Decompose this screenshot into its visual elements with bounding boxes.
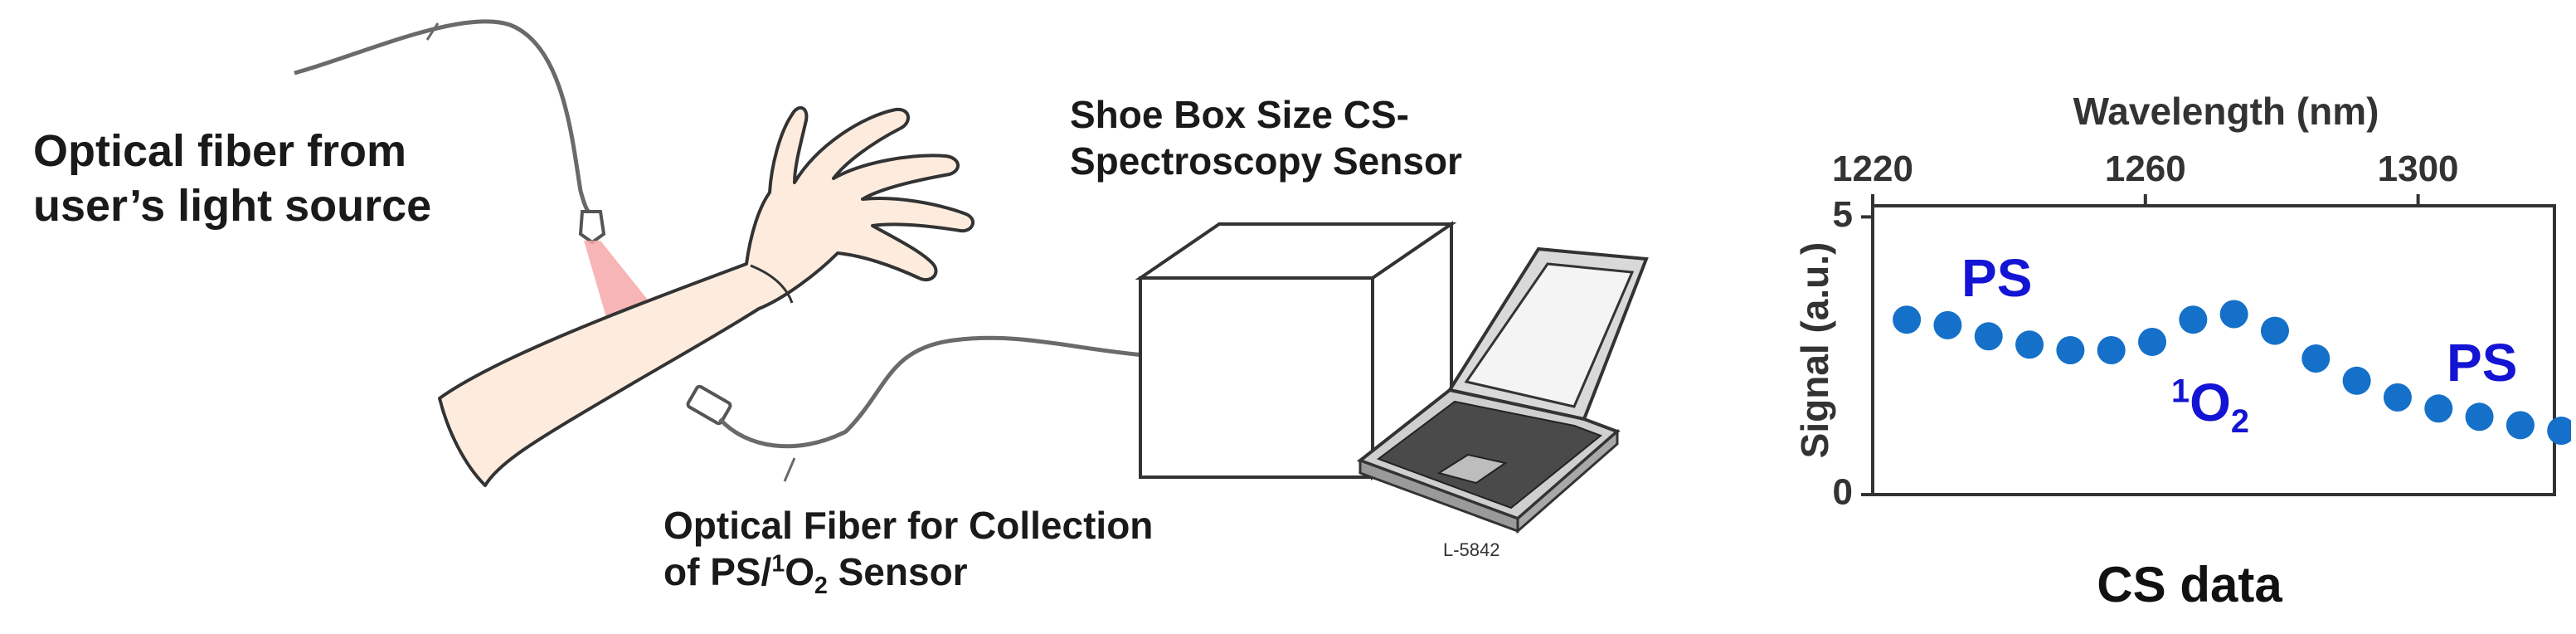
data-point	[2424, 394, 2453, 423]
y-axis-label: Signal (a.u.)	[1793, 242, 1836, 459]
data-point	[2179, 305, 2208, 334]
data-point	[2015, 330, 2044, 359]
data-point	[1893, 305, 1922, 334]
x-tick-label: 1300	[2378, 149, 2459, 189]
data-point	[1933, 310, 1962, 339]
source-fiber-tick	[425, 22, 440, 41]
ps-label-left: PS	[1961, 248, 2033, 308]
data-point	[2260, 316, 2289, 345]
data-point	[2506, 411, 2535, 440]
sensor-line1: Shoe Box Size CS-	[1070, 93, 1409, 136]
data-point	[2465, 402, 2494, 432]
x-axis-label: Wavelength (nm)	[2073, 90, 2379, 133]
fiber-tip	[578, 210, 606, 245]
plot-frame	[1871, 204, 2556, 496]
arm-hand	[438, 106, 975, 487]
sensor-line2: Spectroscopy Sensor	[1070, 139, 1462, 183]
y-tick-label: 5	[1833, 194, 1853, 235]
chart-title: CS data	[2097, 557, 2282, 612]
data-point	[2342, 366, 2371, 395]
x-ticks: 1220 1260 1300	[1832, 149, 2459, 206]
collection-fiber-cable	[718, 335, 1145, 449]
y-tick-label: 0	[1833, 472, 1853, 513]
source-fiber-cable	[294, 19, 594, 221]
x-tick-label: 1220	[1832, 149, 1913, 189]
collection-line2: of PS/1O2 Sensor	[663, 550, 968, 600]
sensor-label: Shoe Box Size CS- Spectroscopy Sensor	[1070, 91, 1462, 184]
fiber-source-label: Optical fiber from user’s light source	[33, 124, 431, 234]
fiber-source-line2: user’s light source	[33, 180, 432, 231]
setup-illustration	[294, 19, 1649, 534]
collection-label: Optical Fiber for Collection of PS/1O2 S…	[663, 502, 1153, 601]
collection-line1: Optical Fiber for Collection	[663, 504, 1154, 547]
data-points	[1893, 300, 2571, 446]
data-point	[2097, 336, 2126, 364]
singlet-oxygen-label: 1O2	[2171, 373, 2249, 440]
ps-label-right: PS	[2447, 333, 2518, 393]
data-point	[2138, 327, 2167, 356]
data-point	[2547, 417, 2571, 446]
data-point	[2383, 383, 2412, 412]
data-point	[2301, 344, 2331, 373]
laptop-illustration	[1356, 246, 1649, 534]
y-ticks: 05	[1833, 194, 1873, 513]
fiber-source-line1: Optical fiber from	[33, 126, 407, 176]
laptop-id-label: L-5842	[1443, 539, 1500, 560]
data-point	[2219, 300, 2248, 329]
data-point	[2056, 336, 2085, 364]
x-tick-label: 1260	[2105, 149, 2186, 189]
data-point	[1974, 322, 2003, 351]
collection-connector	[686, 384, 732, 426]
collection-fiber-tick	[783, 457, 796, 482]
